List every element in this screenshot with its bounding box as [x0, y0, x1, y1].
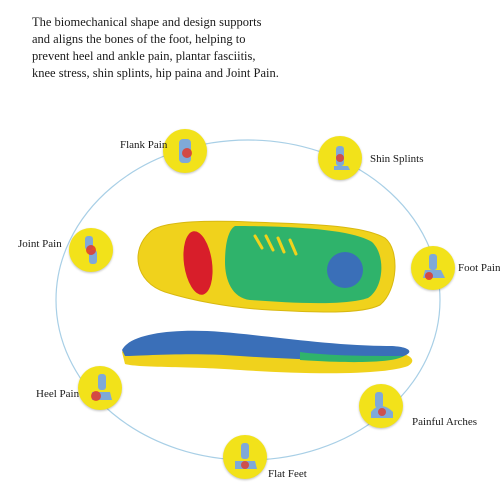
badge-flank-pain [163, 129, 207, 173]
foot-icon [423, 254, 445, 280]
badge-flat-feet [223, 435, 267, 479]
label-painful-arches: Painful Arches [412, 416, 478, 428]
arch-icon [371, 392, 393, 418]
badge-heel-pain [78, 366, 122, 410]
metatarsal-dome [327, 252, 363, 288]
badge-painful-arches [359, 384, 403, 428]
label-shin-splints: Shin Splints [370, 153, 424, 165]
label-joint-pain: Joint Pain [18, 238, 62, 250]
intro-line-1: The biomechanical shape and design suppo… [32, 15, 262, 29]
insole-bottom [122, 330, 413, 374]
back-pain-icon [179, 139, 192, 163]
badge-shin-splints [318, 136, 362, 180]
knee-icon [85, 236, 97, 264]
shin-icon [334, 146, 350, 170]
label-heel-pain: Heel Pain [36, 388, 80, 400]
label-flat-feet: Flat Feet [268, 468, 307, 480]
intro-text: The biomechanical shape and design suppo… [32, 14, 472, 82]
intro-line-3: prevent heel and ankle pain, plantar fas… [32, 49, 256, 63]
label-flank-pain: Flank Pain [120, 139, 168, 151]
insole-top [137, 220, 396, 313]
label-foot-pain: Foot Pain [458, 262, 500, 274]
intro-line-2: and aligns the bones of the foot, helpin… [32, 32, 246, 46]
heel-pad [183, 231, 213, 295]
intro-line-4: knee stress, shin splints, hip paina and… [32, 66, 279, 80]
heel-icon [91, 374, 112, 401]
badge-joint-pain [69, 228, 113, 272]
badge-foot-pain [411, 246, 455, 290]
flat-foot-icon [235, 443, 257, 469]
